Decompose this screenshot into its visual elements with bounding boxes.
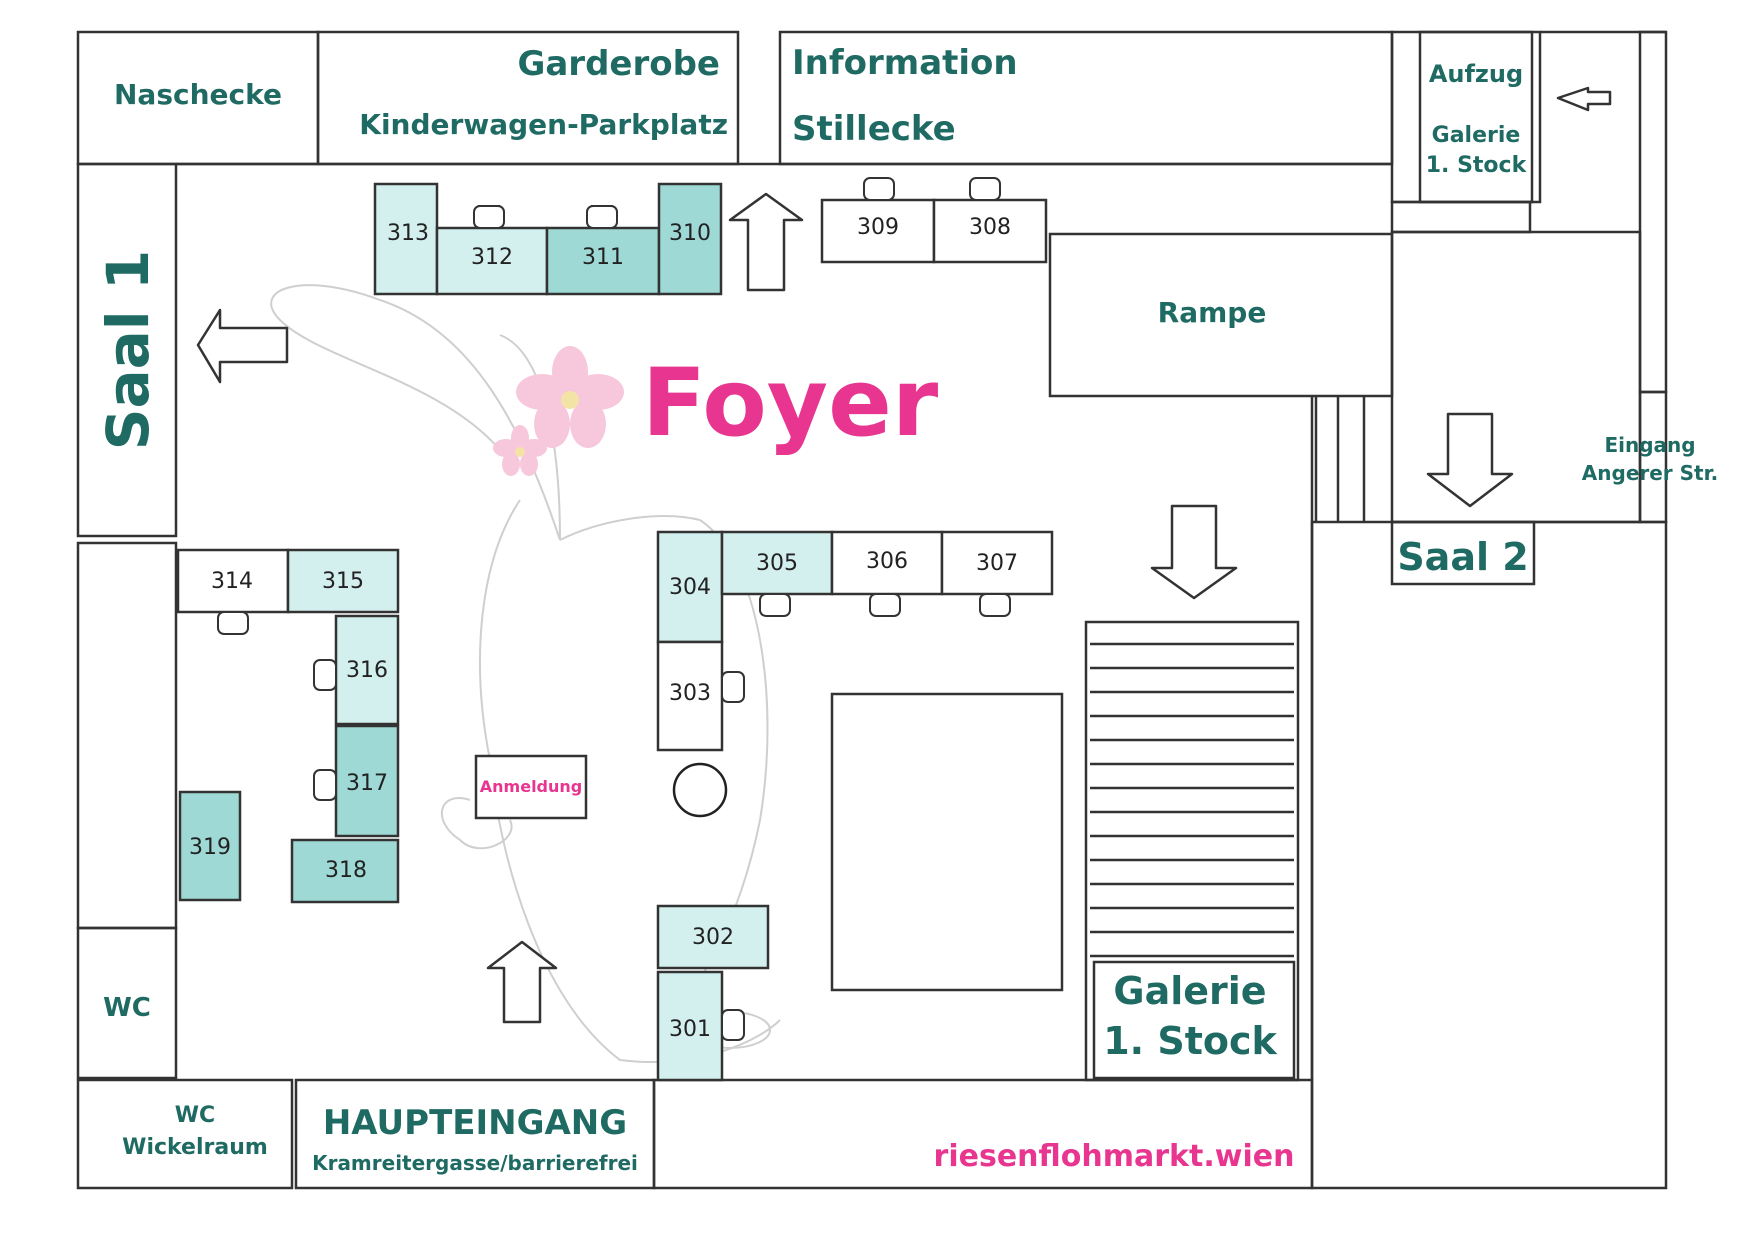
flower-icon [493,425,547,476]
stall-314-label: 314 [211,569,253,594]
chair-icon [473,205,505,229]
pillar-icon [672,762,728,818]
stall-305[interactable] [720,530,834,596]
chair-icon [313,659,337,691]
chair-icon [969,177,1001,201]
arrow-icon [1426,412,1514,508]
stall-316[interactable] [334,614,400,726]
stall-306[interactable] [830,530,944,596]
eingang-label: Eingang [1604,433,1695,457]
flower-icon [516,346,624,448]
saal1-room [76,162,178,538]
stall-311[interactable] [545,226,661,296]
chair-icon [217,611,249,635]
stall-316-label: 316 [346,658,388,683]
stall-302[interactable] [656,904,770,970]
stall-310-label: 310 [669,221,711,246]
naschecke-label: Naschecke [114,78,282,111]
arrow-icon [196,308,289,384]
saal2-label: Saal 2 [1397,535,1528,579]
wc-label: WC [103,993,151,1023]
chair-icon [586,205,618,229]
wc-room [76,926,178,1080]
galerie-small-label: Galerie [1432,123,1521,148]
garderobe-label: Garderobe [517,44,720,84]
stall-318-label: 318 [325,858,367,883]
stall-311-label: 311 [582,245,624,270]
stall-315[interactable] [286,548,400,614]
stall-309-label: 309 [857,215,899,240]
website-label: riesenflohmarkt.wien [934,1139,1295,1174]
stairs-icon [1084,620,1300,1082]
wickelraum-room [76,1078,294,1190]
stall-307-label: 307 [976,551,1018,576]
chair-icon [313,769,337,801]
arrow-icon [486,940,558,1024]
galerie-floor-label: 1. Stock [1103,1019,1277,1063]
foyer-label: Foyer [642,349,939,458]
galerie-small-floor: 1. Stock [1426,153,1528,178]
stillecke-label: Stillecke [792,109,956,149]
chair-icon [863,177,895,201]
stall-308[interactable] [932,198,1048,264]
open-void [830,692,1064,992]
right-wall [1638,30,1668,394]
left-wall-room [76,541,178,930]
arrow-icon [1150,504,1238,600]
anmeldung-label: Anmeldung [480,777,582,796]
chair-icon [759,593,791,617]
chair-icon [869,593,901,617]
arrow-icon [728,192,804,292]
kramreiter-label: Kramreitergasse/barrierefrei [312,1151,638,1175]
stall-313-label: 313 [387,221,429,246]
aufzug-base [1390,200,1532,234]
arrow-icon [1556,86,1612,112]
stall-319[interactable] [178,790,242,902]
saal2-room [1390,520,1536,586]
aufzug-label: Aufzug [1429,60,1523,88]
stall-303-label: 303 [669,681,711,706]
stall-309[interactable] [820,198,936,264]
stall-319-label: 319 [189,835,231,860]
chair-icon [979,593,1011,617]
saal1-label: Saal 1 [94,250,162,450]
stall-304-label: 304 [669,575,711,600]
wc2-label: WC [175,1103,215,1128]
stall-306-label: 306 [866,549,908,574]
stall-318[interactable] [290,838,400,904]
stall-302-label: 302 [692,925,734,950]
stall-301[interactable] [656,970,724,1082]
stall-301-label: 301 [669,1017,711,1042]
stall-312-label: 312 [471,245,513,270]
stall-315-label: 315 [322,569,364,594]
stall-317[interactable] [334,724,400,838]
eingang-street-label: Angerer Str. [1582,461,1718,485]
wickelraum-label: Wickelraum [122,1135,268,1160]
information-label: Information [792,43,1018,83]
chair-icon [721,671,745,703]
stall-317-label: 317 [346,771,388,796]
anmeldung-desk[interactable] [474,754,588,820]
kinderwagen-label: Kinderwagen-Parkplatz [359,108,728,141]
stall-308-label: 308 [969,215,1011,240]
stall-310[interactable] [657,182,723,296]
galerie-label: Galerie [1113,969,1266,1013]
stall-303[interactable] [656,640,724,752]
rampe-label: Rampe [1158,296,1267,329]
stall-305-label: 305 [756,551,798,576]
right-big-room [1310,520,1668,1190]
chair-icon [721,1009,745,1041]
right-wall-lower [1638,390,1668,524]
haupteingang-label: HAUPTEINGANG [323,1103,627,1143]
